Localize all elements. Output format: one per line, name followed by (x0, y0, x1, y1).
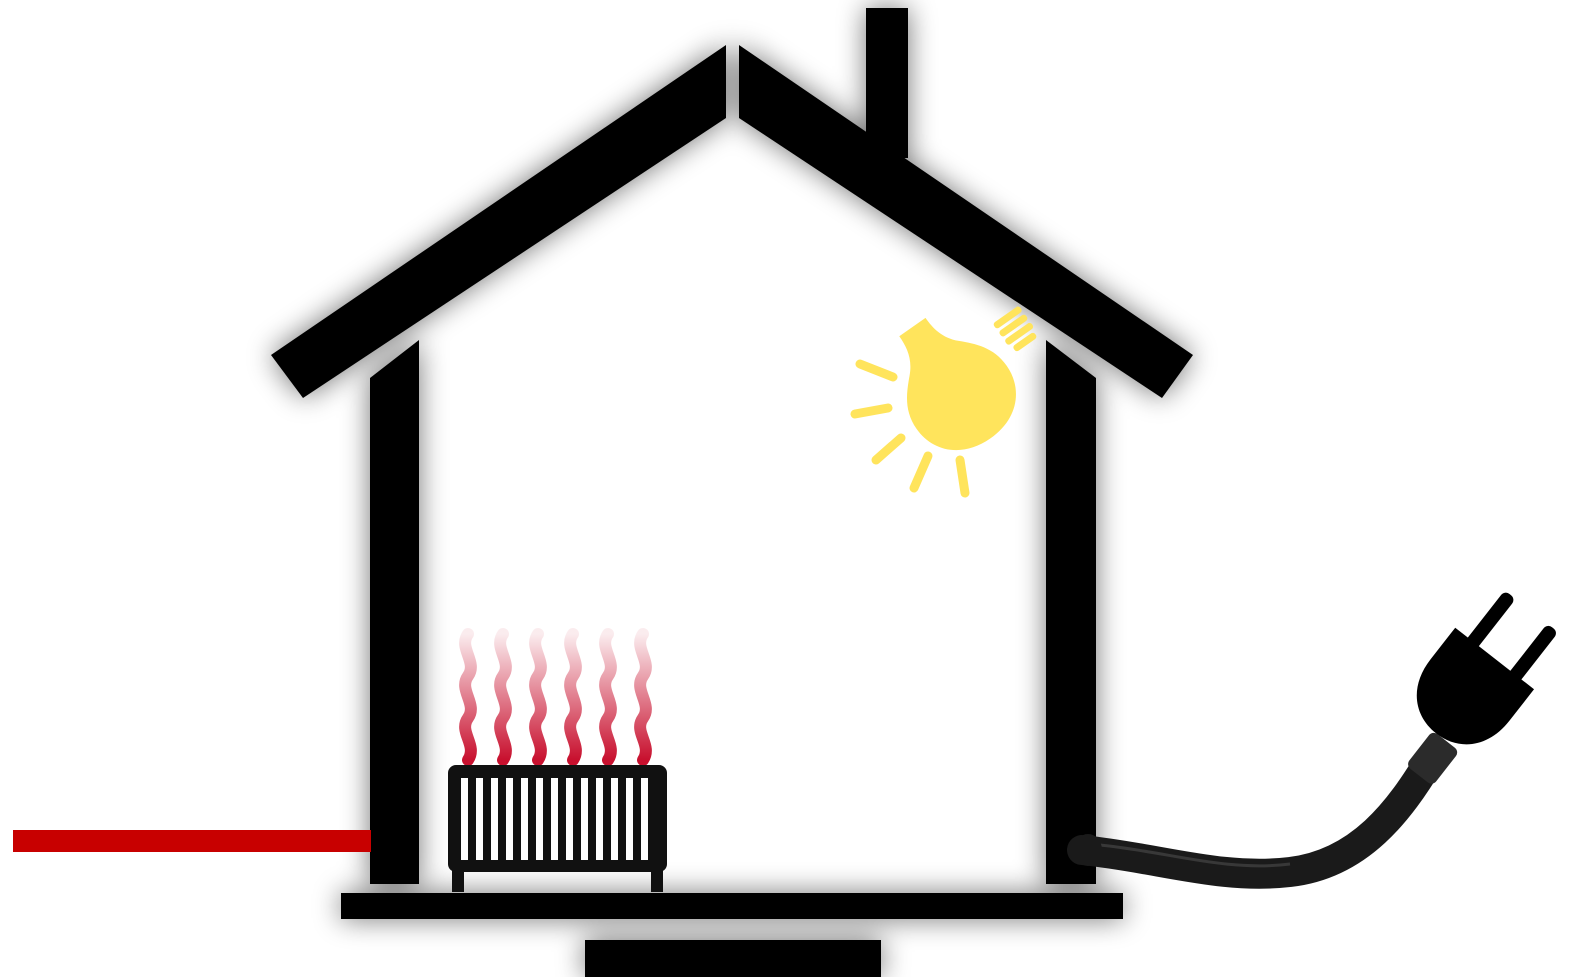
heat-wave (465, 634, 471, 760)
foundation (585, 940, 881, 977)
heat-wave (640, 634, 646, 760)
plug-prong (1507, 624, 1559, 685)
radiator-leg (651, 870, 663, 892)
heat-wave (500, 634, 506, 760)
plug-prong (1464, 590, 1516, 651)
house-outline-icon (271, 8, 1193, 977)
roof-left (271, 45, 726, 398)
heat-wave (570, 634, 576, 760)
radiator-leg (452, 870, 464, 892)
chimney-icon (866, 8, 908, 158)
floor-slab (341, 893, 1123, 919)
cable-end (1074, 834, 1102, 866)
light-ray (855, 408, 888, 414)
wall-left (370, 340, 419, 884)
light-bulb-icon (855, 295, 1040, 493)
heat-waves-icon (465, 634, 646, 760)
light-ray (914, 456, 928, 488)
heat-wave (605, 634, 611, 760)
heat-loss-line (13, 830, 371, 852)
light-ray (860, 364, 893, 377)
heat-wave (535, 634, 541, 760)
power-cable (1082, 760, 1430, 874)
light-ray (876, 438, 901, 460)
wall-right (1046, 340, 1096, 884)
plug-body (1397, 628, 1534, 764)
radiator-icon (448, 765, 667, 892)
power-plug-icon (1074, 580, 1571, 873)
light-ray (960, 460, 965, 493)
